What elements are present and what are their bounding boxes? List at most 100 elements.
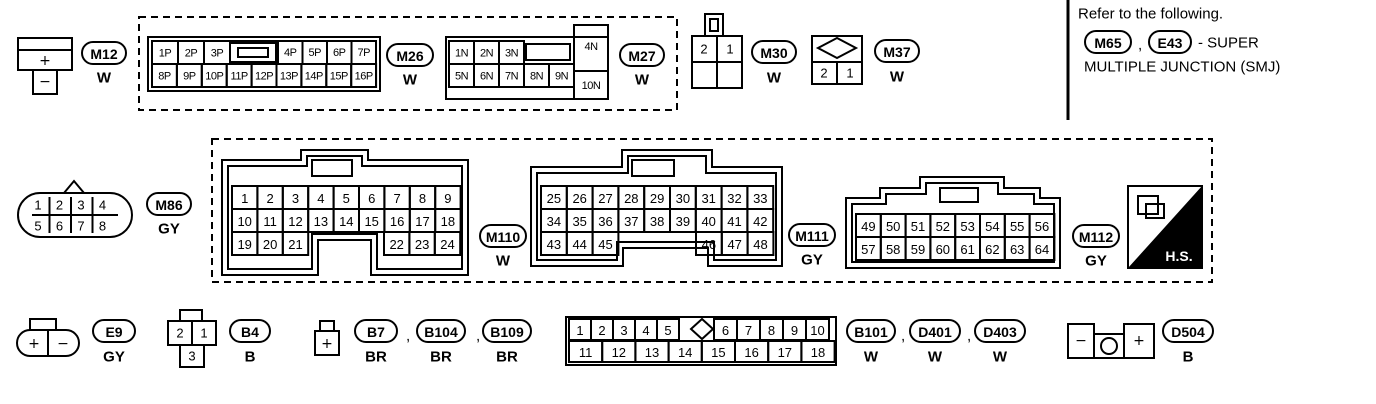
m37-color: W [890, 69, 905, 86]
pin-label: 6P [333, 47, 346, 59]
m111-badge [788, 223, 836, 247]
connector-m112-inner [851, 182, 1055, 263]
m27-color: W [635, 72, 650, 89]
pin-label: 6 [722, 323, 729, 338]
pin-label: 2 [820, 66, 827, 81]
pin-label: 14P [305, 71, 323, 83]
pin-label: 29 [650, 191, 664, 206]
pin-label: 35 [572, 214, 586, 229]
pin-label: 36 [598, 214, 612, 229]
m110-color: W [496, 253, 511, 270]
hs-label: H.S. [1165, 248, 1192, 264]
pin-label: 16 [744, 345, 758, 360]
pin-label: 48 [753, 237, 767, 252]
pin-label: 20 [263, 237, 277, 252]
connector-b7-body [314, 330, 340, 356]
pin-label: 13 [314, 214, 328, 229]
connector-m26-body [147, 36, 381, 92]
pin-label: 25 [547, 191, 561, 206]
pin-label: 9P [183, 71, 196, 83]
pin-label: 10 [810, 323, 824, 338]
pin-label: 63 [1010, 242, 1024, 257]
d504-center-hole [1100, 337, 1118, 355]
pin-label: 10P [205, 71, 223, 83]
b7-color: BR [365, 349, 387, 366]
b101-color: W [864, 349, 879, 366]
pin-cell [573, 70, 609, 100]
m111-id: M111 [795, 228, 829, 244]
b104-id: B104 [424, 324, 458, 340]
pin-label: 1N [455, 48, 469, 60]
pin-label: 54 [985, 219, 999, 234]
m27-key-slot [525, 43, 571, 61]
pin-label: 8 [768, 323, 775, 338]
pin-label: 1 [241, 191, 248, 206]
b101-diamond-key [689, 317, 715, 341]
pin-cell [179, 344, 205, 368]
m30-color: W [767, 70, 782, 87]
pin-label: 5 [664, 323, 671, 338]
pin-label: 26 [572, 191, 586, 206]
m112-badge [1072, 224, 1120, 248]
minus-sign: − [39, 74, 51, 90]
d403-badge [974, 319, 1026, 343]
m26-key-window [237, 47, 269, 58]
pin-label: 12P [255, 71, 273, 83]
pin-label: 11P [231, 71, 248, 83]
pin-label: 4P [284, 47, 297, 59]
pin-label: 46 [702, 237, 716, 252]
pin-label: 45 [598, 237, 612, 252]
pin-label: 24 [440, 237, 454, 252]
pin-label: 16 [390, 214, 404, 229]
pin-label: 7 [77, 219, 84, 234]
pin-cell [800, 340, 836, 363]
b104-color: BR [430, 349, 452, 366]
sep: , [476, 328, 480, 345]
connector-m110-body [221, 149, 469, 276]
pin-label: 1P [159, 48, 172, 60]
plus-sign: + [1133, 333, 1145, 349]
note-ref-e43-badge [1148, 30, 1192, 54]
note-ref-m65-id: M65 [1094, 35, 1121, 51]
pin-label: 47 [727, 237, 741, 252]
m30-lock-window [709, 18, 719, 32]
pin-label: 12 [612, 345, 626, 360]
e9-lock-tab [29, 318, 57, 331]
pin-label: 1 [846, 66, 853, 81]
m112-color: GY [1085, 253, 1107, 270]
hs-symbol-fill [1128, 186, 1202, 268]
pin-label: 50 [886, 219, 900, 234]
m30-id: M30 [760, 45, 787, 61]
pin-label: 4 [99, 198, 106, 213]
d401-color: W [928, 349, 943, 366]
pin-label: 28 [624, 191, 638, 206]
pin-label: 2 [598, 323, 605, 338]
dashed-frame-m110-m112 [211, 138, 1213, 283]
m26-key-slot [229, 42, 277, 63]
pin-label: 49 [861, 219, 875, 234]
pin-label: 7 [393, 191, 400, 206]
m27-badge [619, 43, 665, 67]
pin-label: 4 [317, 191, 324, 206]
pin-label: 27 [598, 191, 612, 206]
pin-label: 11 [579, 345, 593, 360]
pin-label: 15P [330, 71, 348, 83]
pin-label: 12 [288, 214, 302, 229]
d401-id: D401 [918, 324, 952, 340]
pin-label: 58 [886, 242, 900, 257]
pin-label: 10N [582, 80, 601, 92]
connector-b101-body [565, 316, 837, 366]
m110-key-slot [311, 159, 353, 177]
pin-label: 57 [861, 242, 875, 257]
pin-label: 3 [188, 349, 195, 364]
b101-badge [846, 319, 896, 343]
pin-label: 4N [584, 41, 598, 53]
m27-id: M27 [628, 48, 655, 64]
pin-label: 33 [753, 191, 767, 206]
e9-id: E9 [105, 324, 122, 340]
pin-label: 64 [1035, 242, 1049, 257]
e9-badge [92, 319, 136, 343]
pin-label: 30 [676, 191, 690, 206]
pin-label: 3 [620, 323, 627, 338]
pin-label: 16P [355, 71, 373, 83]
